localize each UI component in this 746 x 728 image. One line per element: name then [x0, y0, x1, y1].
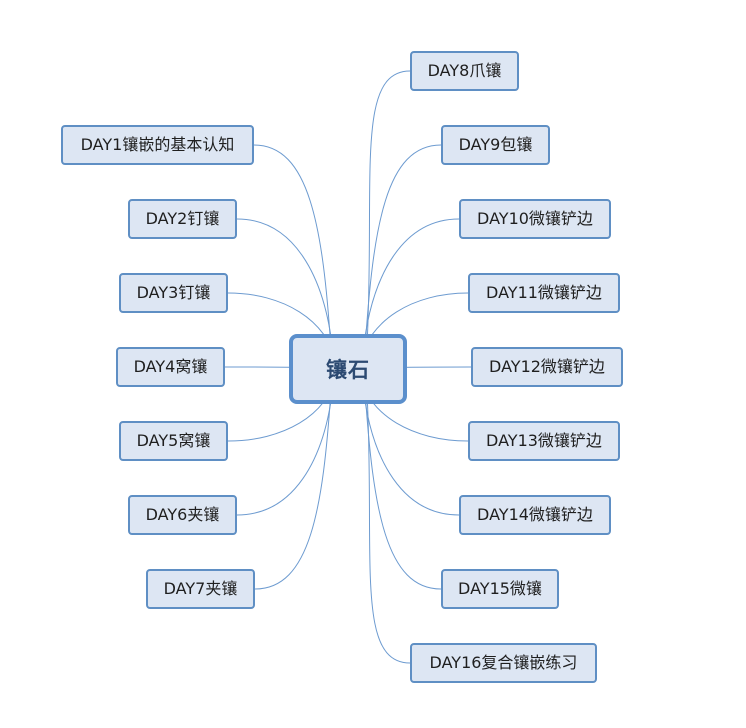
branch-node-day14[interactable]: DAY14微镶铲边 — [459, 495, 611, 535]
branch-label: DAY8爪镶 — [427, 61, 502, 80]
connector-line — [254, 388, 332, 590]
branch-label: DAY11微镶铲边 — [486, 283, 602, 302]
branch-node-day16[interactable]: DAY16复合镶嵌练习 — [410, 643, 597, 683]
branch-node-day1[interactable]: DAY1镶嵌的基本认知 — [61, 125, 254, 165]
branch-node-day15[interactable]: DAY15微镶 — [441, 569, 559, 609]
branch-label: DAY7夹镶 — [163, 579, 238, 598]
branch-label: DAY9包镶 — [458, 135, 533, 154]
central-topic-node[interactable]: 镶石 — [289, 334, 407, 404]
branch-node-day2[interactable]: DAY2钉镶 — [128, 199, 237, 239]
branch-label: DAY15微镶 — [458, 579, 542, 598]
branch-label: DAY10微镶铲边 — [477, 209, 593, 228]
branch-label: DAY3钉镶 — [136, 283, 211, 302]
branch-node-day11[interactable]: DAY11微镶铲边 — [468, 273, 620, 313]
branch-label: DAY1镶嵌的基本认知 — [80, 135, 235, 154]
connector-line — [236, 218, 334, 356]
branch-node-day3[interactable]: DAY3钉镶 — [119, 273, 228, 313]
branch-node-day9[interactable]: DAY9包镶 — [441, 125, 550, 165]
connector-line — [253, 144, 332, 349]
branch-label: DAY13微镶铲边 — [486, 431, 602, 450]
branch-label: DAY6夹镶 — [145, 505, 220, 524]
branch-node-day13[interactable]: DAY13微镶铲边 — [468, 421, 620, 461]
connector-line — [366, 70, 411, 344]
branch-node-day7[interactable]: DAY7夹镶 — [146, 569, 255, 609]
connector-line — [366, 394, 411, 664]
branch-node-day5[interactable]: DAY5窝镶 — [119, 421, 228, 461]
branch-node-day8[interactable]: DAY8爪镶 — [410, 51, 519, 91]
connector-line — [364, 144, 442, 349]
branch-label: DAY12微镶铲边 — [489, 357, 605, 376]
branch-node-day6[interactable]: DAY6夹镶 — [128, 495, 237, 535]
branch-label: DAY14微镶铲边 — [477, 505, 593, 524]
branch-node-day12[interactable]: DAY12微镶铲边 — [471, 347, 623, 387]
connector-line — [362, 218, 460, 356]
central-topic-label: 镶石 — [326, 358, 370, 382]
connector-line — [364, 388, 442, 590]
branch-label: DAY5窝镶 — [136, 431, 211, 450]
branch-label: DAY2钉镶 — [145, 209, 220, 228]
branch-node-day10[interactable]: DAY10微镶铲边 — [459, 199, 611, 239]
branch-label: DAY16复合镶嵌练习 — [429, 653, 578, 672]
branch-label: DAY4窝镶 — [133, 357, 208, 376]
branch-node-day4[interactable]: DAY4窝镶 — [116, 347, 225, 387]
